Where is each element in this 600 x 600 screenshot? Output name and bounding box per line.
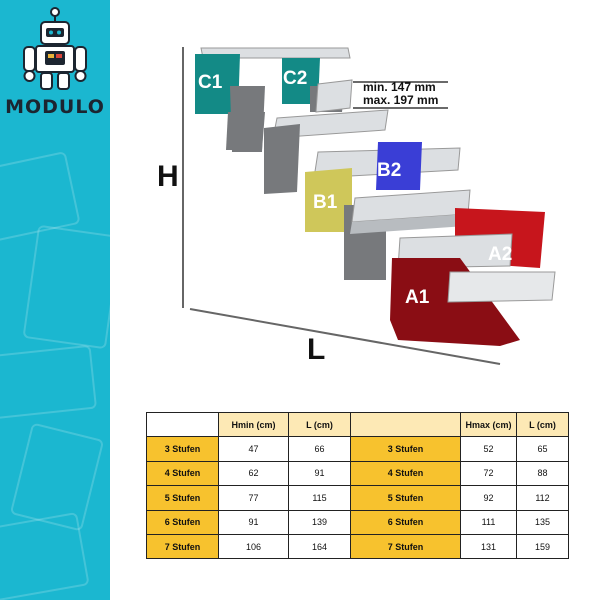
hmin-cell: 106	[218, 533, 289, 560]
b2-bracket	[376, 142, 422, 190]
steps-label: 3 Stufen	[350, 436, 461, 462]
gap-max-label: max. 197 mm	[363, 93, 439, 107]
length-cell: 91	[288, 460, 351, 487]
table-header-cell: Hmax (cm)	[460, 411, 517, 438]
length-cell: 164	[288, 533, 351, 560]
height-label: H	[157, 160, 179, 193]
table-header-cell	[350, 411, 461, 438]
steps-label: 6 Stufen	[146, 509, 219, 535]
table-row: 3 Stufen 47 66 3 Stufen 52 65	[146, 436, 569, 462]
c1-bracket	[195, 54, 240, 114]
steps-label: 4 Stufen	[146, 460, 219, 487]
bottom-step-grate	[447, 271, 556, 303]
length-axis-line	[189, 308, 501, 365]
steps-label: 7 Stufen	[146, 533, 219, 560]
length-cell: 139	[288, 509, 351, 535]
watermark-shape	[0, 511, 90, 600]
length-cell: 112	[516, 485, 569, 511]
hmax-cell: 111	[460, 509, 517, 535]
b1-bracket	[305, 168, 352, 232]
hmax-cell: 131	[460, 533, 517, 560]
part-label-c2: C2	[283, 68, 308, 89]
hmin-cell: 91	[218, 509, 289, 535]
b-stringer-back	[226, 112, 265, 150]
length-cell: 66	[288, 436, 351, 462]
c-gap-step	[315, 79, 353, 113]
table-header-cell: L (cm)	[288, 411, 351, 438]
hmin-cell: 47	[218, 436, 289, 462]
steps-label: 5 Stufen	[350, 485, 461, 511]
part-label-b1: B1	[313, 192, 338, 213]
watermark-shape	[22, 224, 110, 350]
hmax-cell: 52	[460, 436, 517, 462]
gap-min-label: min. 147 mm	[363, 80, 436, 94]
brand-name: MODULO	[5, 96, 105, 118]
table-row: 7 Stufen 106 164 7 Stufen 131 159	[146, 533, 569, 560]
step-grate-4-front	[350, 214, 468, 234]
table-row: 6 Stufen 91 139 6 Stufen 111 135	[146, 509, 569, 535]
brand-logo: MODULO	[0, 0, 110, 130]
table-row: 5 Stufen 77 115 5 Stufen 92 112	[146, 485, 569, 511]
length-cell: 159	[516, 533, 569, 560]
part-label-a2: A2	[488, 244, 513, 265]
staircase-diagram	[182, 47, 556, 365]
part-label-b2: B2	[377, 160, 402, 181]
table-header-cell: L (cm)	[516, 411, 569, 438]
part-label-c1: C1	[198, 72, 223, 93]
steps-label: 5 Stufen	[146, 485, 219, 511]
length-label: L	[307, 333, 326, 366]
hmin-cell: 77	[218, 485, 289, 511]
part-label-a1: A1	[405, 287, 430, 308]
robot-mascot-icon	[23, 7, 87, 90]
watermark-shape	[0, 344, 98, 420]
steps-label: 6 Stufen	[350, 509, 461, 535]
b-stringer-upper	[264, 124, 300, 194]
table-header-cell: Hmin (cm)	[218, 411, 289, 438]
hmin-cell: 62	[218, 460, 289, 487]
brand-sidebar: MODULO	[0, 0, 110, 600]
length-cell: 65	[516, 436, 569, 462]
length-cell: 88	[516, 460, 569, 487]
steps-label: 4 Stufen	[350, 460, 461, 487]
table-header-row: Hmin (cm) L (cm) Hmax (cm) L (cm)	[146, 411, 569, 438]
hmax-cell: 92	[460, 485, 517, 511]
steps-label: 3 Stufen	[146, 436, 219, 462]
steps-label: 7 Stufen	[350, 533, 461, 560]
table-header-cell	[146, 411, 219, 438]
table-row: 4 Stufen 62 91 4 Stufen 72 88	[146, 460, 569, 487]
dimensions-table: Hmin (cm) L (cm) Hmax (cm) L (cm) 3 Stuf…	[146, 411, 569, 560]
length-cell: 115	[288, 485, 351, 511]
length-cell: 135	[516, 509, 569, 535]
hmax-cell: 72	[460, 460, 517, 487]
